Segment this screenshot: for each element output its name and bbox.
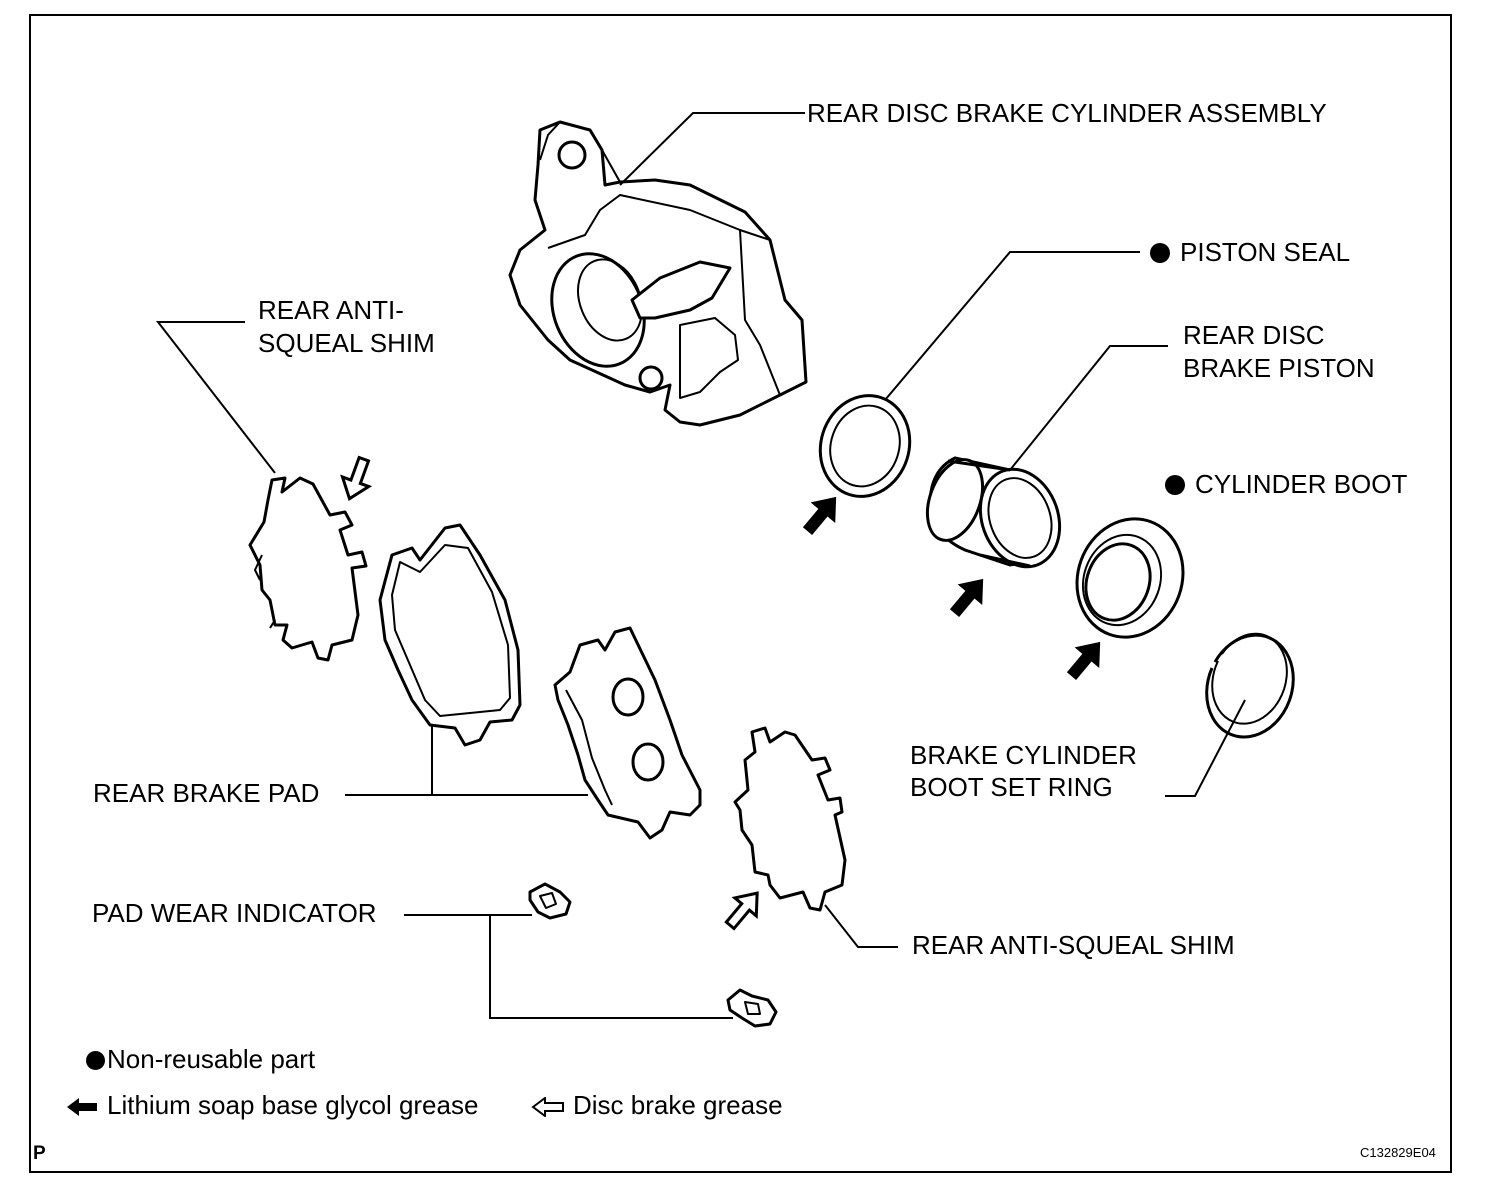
label-piston-seal-text: PISTON SEAL [1180,237,1351,267]
page-letter: P [33,1143,46,1164]
label-set-ring-line1: BRAKE CYLINDER [910,740,1137,770]
wear-indicator-lower-drawing [726,988,778,1028]
legend-disc-grease: Disc brake grease [531,1089,783,1122]
non-reusable-dot-icon [1150,243,1170,263]
solid-arrow-icon [802,496,837,535]
label-set-ring-line2: BOOT SET RING [910,772,1113,802]
brake-pad-rear-drawing [553,626,702,840]
hollow-arrow-icon [724,891,759,931]
label-shim-lower: REAR ANTI-SQUEAL SHIM [912,930,1235,960]
upper-shim-drawing [248,476,368,662]
lower-shim-drawing [733,726,847,912]
label-piston-seal: PISTON SEAL [1150,236,1350,269]
brake-pad-front-drawing [378,523,522,747]
caliper-drawing [508,120,808,427]
solid-arrow-icon [949,578,984,617]
solid-arrow-icon [1066,641,1101,680]
hollow-arrow-icon [531,1097,564,1117]
piston-drawing [925,456,1062,569]
non-reusable-dot-icon [1165,475,1185,495]
label-piston-line1: REAR DISC [1183,320,1325,350]
legend-disc-grease-text: Disc brake grease [573,1090,783,1120]
solid-arrow-icon [67,1098,97,1116]
label-shim-upper-line2: SQUEAL SHIM [258,328,435,358]
legend-non-reusable: Non-reusable part [86,1043,315,1076]
legend-lithium-grease-text: Lithium soap base glycol grease [107,1090,479,1120]
piston-seal-drawing [818,394,912,498]
filled-circle-icon [86,1051,105,1070]
label-piston-line2: BRAKE PISTON [1183,353,1375,383]
label-cylinder-boot: CYLINDER BOOT [1165,468,1407,501]
figure-frame [29,14,1452,1173]
hollow-arrow-icon [340,455,373,501]
wear-indicator-upper-drawing [528,882,572,920]
label-wear-indicator: PAD WEAR INDICATOR [92,898,377,928]
figure-code: C132829E04 [1360,1145,1436,1160]
leader-lines [155,112,1246,1019]
legend-non-reusable-text: Non-reusable part [107,1044,316,1074]
label-brake-pad: REAR BRAKE PAD [93,778,320,808]
label-shim-upper-line1: REAR ANTI- [258,295,404,325]
cylinder-boot-drawing [1075,517,1185,639]
legend-lithium-grease: Lithium soap base glycol grease [65,1089,478,1122]
boot-set-ring-drawing [1205,632,1295,739]
label-cylinder-boot-text: CYLINDER BOOT [1195,469,1408,499]
label-caliper-assembly: REAR DISC BRAKE CYLINDER ASSEMBLY [807,98,1327,128]
